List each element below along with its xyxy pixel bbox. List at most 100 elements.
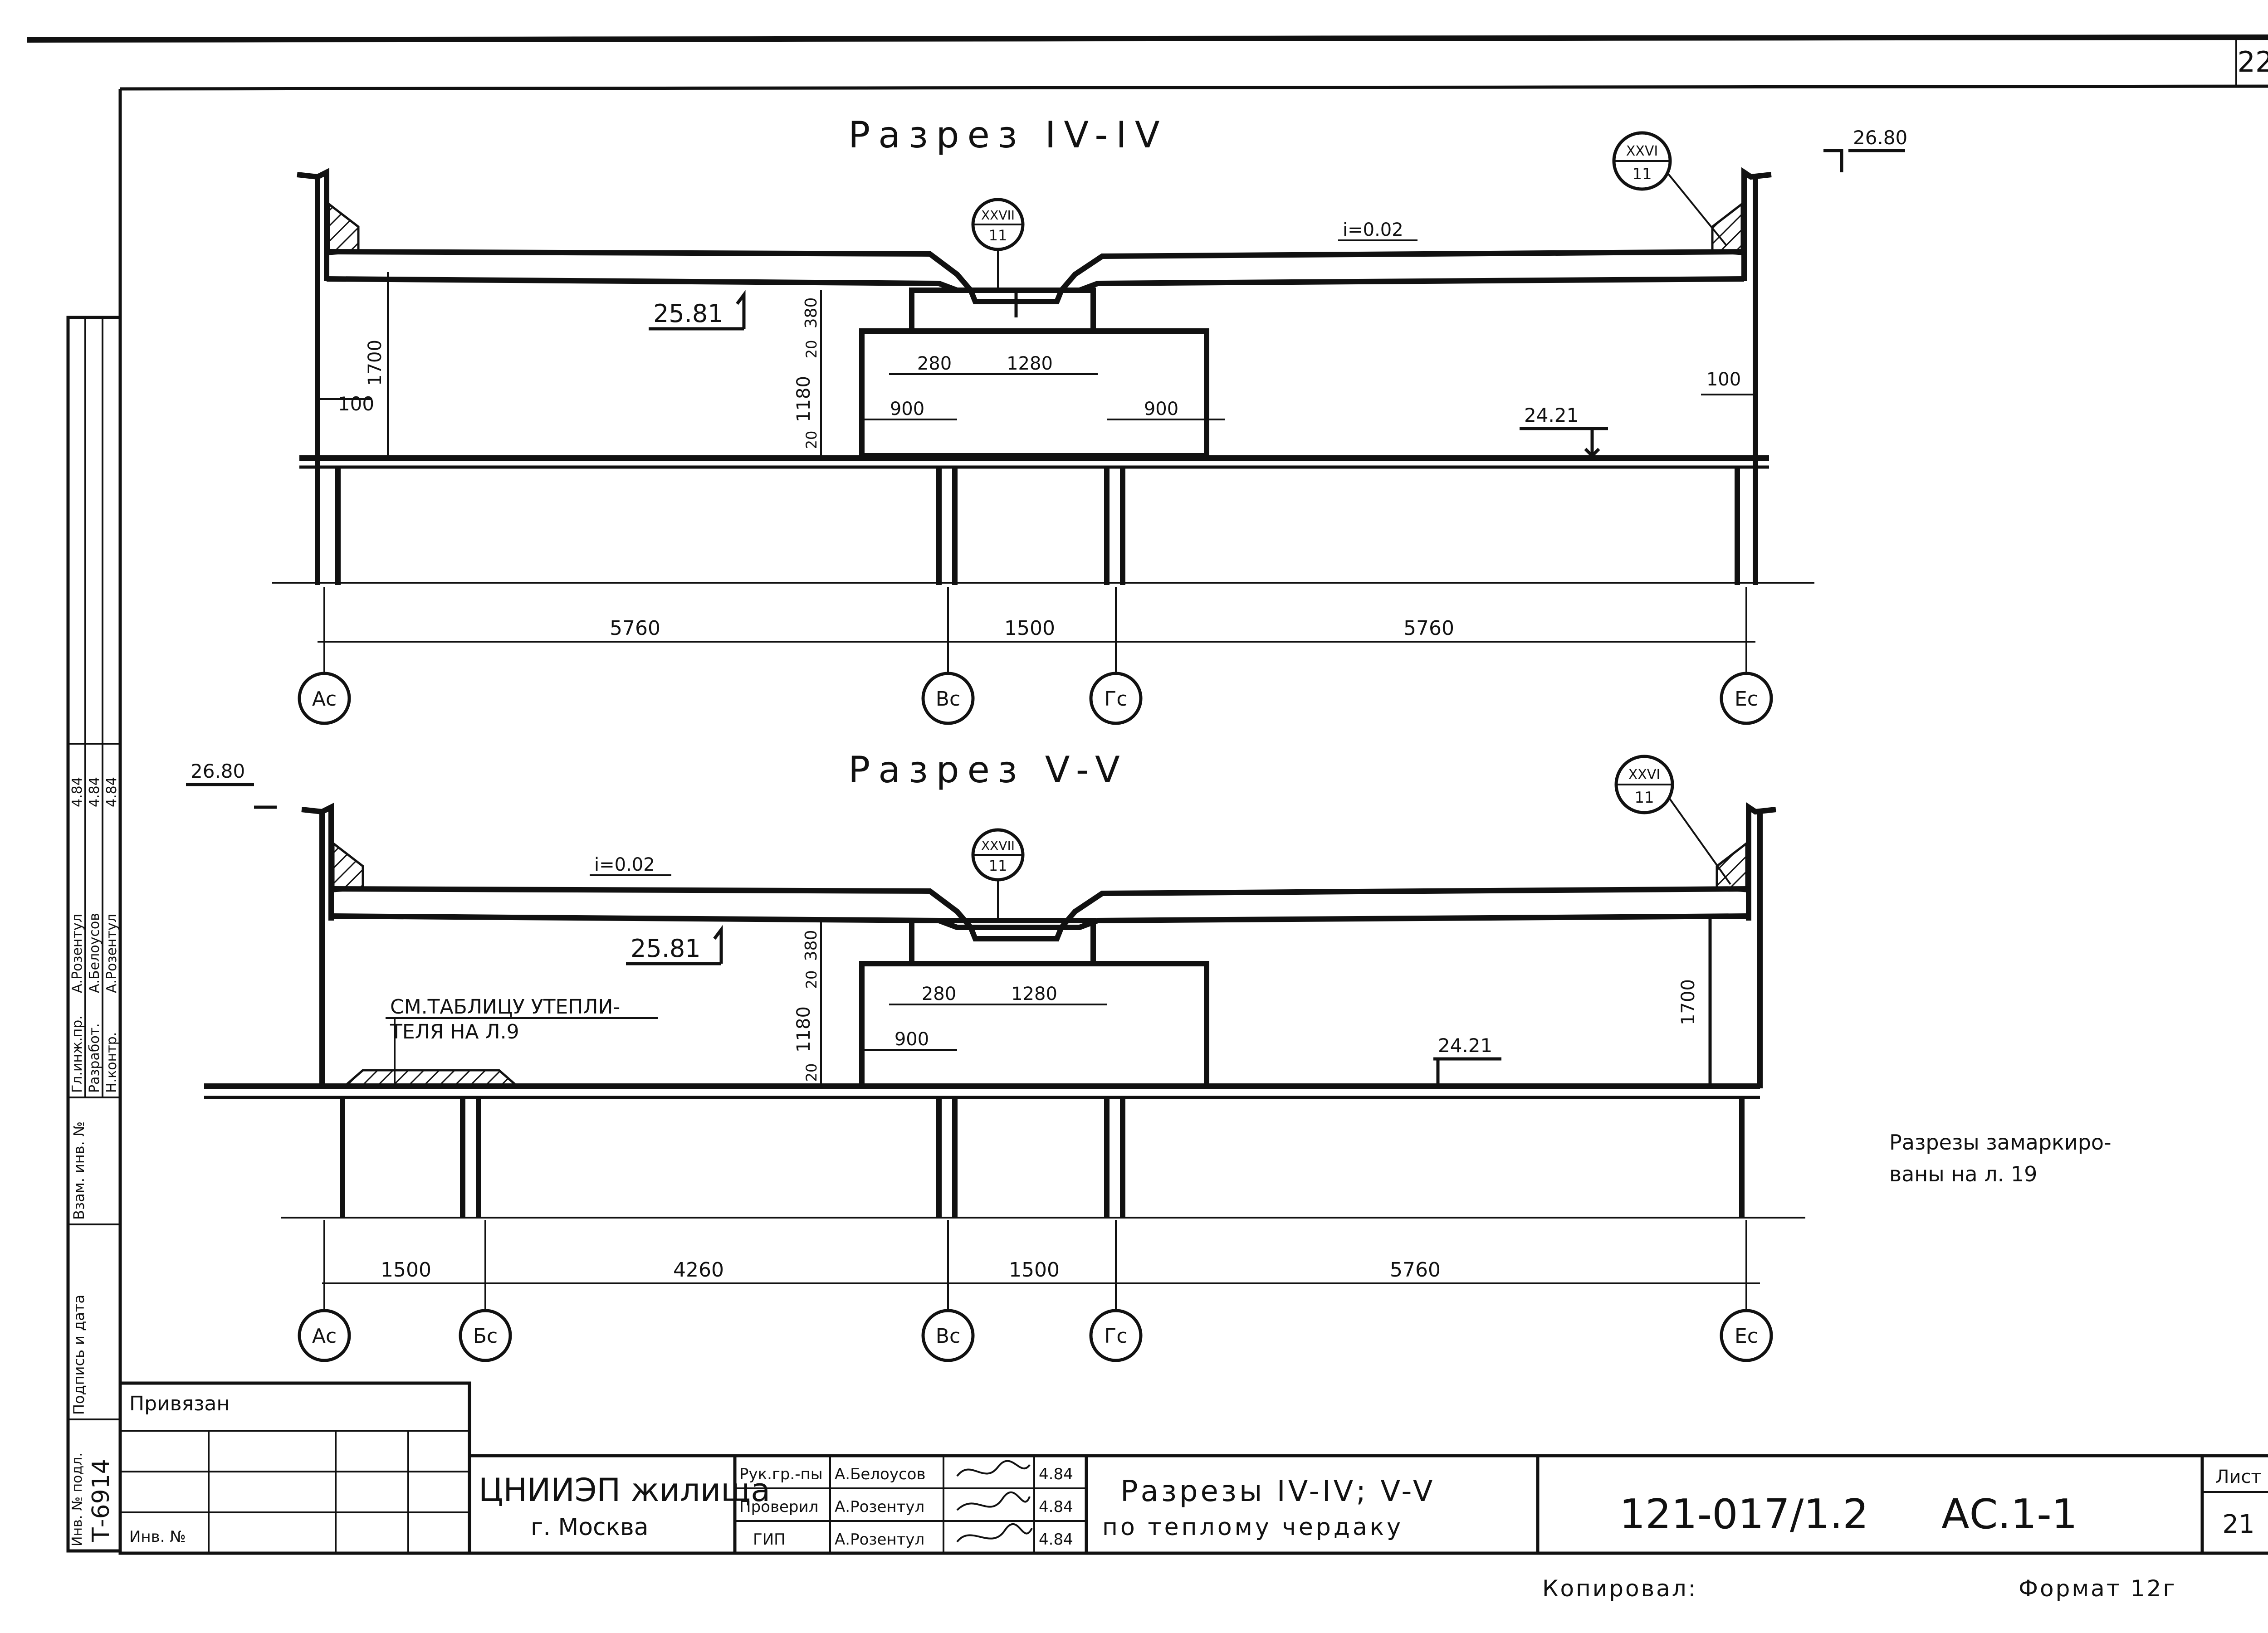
page-number: 22 bbox=[2238, 45, 2268, 78]
level-26-80: 26.80 bbox=[1853, 127, 1907, 149]
section-4-4: Разрез IV-IV 1700 100 100 bbox=[272, 114, 1907, 725]
axis-2-1: Ас bbox=[312, 1325, 337, 1348]
callout-right-top-2: XXVI bbox=[1628, 767, 1660, 783]
dim-box-gap-bottom-2: 20 bbox=[803, 1063, 820, 1082]
signer-role-3: ГИП bbox=[753, 1531, 786, 1549]
callout-center-bottom-2: 11 bbox=[989, 857, 1007, 874]
callout-center-top-2: XXVII bbox=[981, 838, 1015, 853]
signer-name-2: А.Розентул bbox=[835, 1498, 924, 1516]
left-stamp: Гл.инж.пр. А.Розентул 4.84 Разработ. А.Б… bbox=[66, 316, 122, 1553]
stamp-name-3: А.Розентул bbox=[104, 914, 120, 993]
signer-role-1: Рук.гр.-пы bbox=[739, 1465, 823, 1483]
span-3: 5760 bbox=[1403, 617, 1454, 640]
sheet-frame bbox=[27, 34, 2268, 1555]
dim-box-gap-top-2: 20 bbox=[803, 970, 820, 989]
dim-1280: 1280 bbox=[1007, 353, 1053, 374]
stamp-role-1: Гл.инж.пр. bbox=[69, 1015, 85, 1093]
sheet-title-line-1: Разрезы IV-IV; V-V bbox=[1120, 1475, 1435, 1508]
side-note-line-1: Разрезы замаркиро- bbox=[1889, 1130, 2112, 1155]
stamp-label-sign: Подпись и дата bbox=[70, 1295, 88, 1415]
axis-2-4: Гс bbox=[1104, 1325, 1127, 1348]
dim-900-right: 900 bbox=[1144, 399, 1178, 419]
dim-box-gap-bottom: 20 bbox=[803, 431, 820, 449]
dim-280-2: 280 bbox=[922, 984, 956, 1004]
span-2-1: 1500 bbox=[381, 1258, 431, 1282]
signature-2 bbox=[956, 1491, 1031, 1511]
stamp-date-2: 4.84 bbox=[87, 777, 103, 807]
stamp-role-2: Разработ. bbox=[87, 1023, 103, 1093]
slope-label-2: i=0.02 bbox=[594, 854, 655, 875]
callout-right-top: XXVI bbox=[1626, 143, 1658, 159]
callout-center-top: XXVII bbox=[981, 208, 1015, 223]
level-24-21-2: 24.21 bbox=[1438, 1034, 1492, 1057]
org-line-2: г. Москва bbox=[531, 1514, 649, 1541]
signer-role-2: Проверил bbox=[739, 1498, 818, 1516]
signer-date-2: 4.84 bbox=[1039, 1498, 1073, 1516]
span-2: 1500 bbox=[1004, 617, 1055, 640]
dim-left-offset: 100 bbox=[338, 393, 374, 415]
dim-1280-2: 1280 bbox=[1011, 984, 1057, 1004]
signer-name-1: А.Белоусов bbox=[835, 1465, 926, 1483]
title-block: Привязан Инв. № ЦНИИЭП жилища г. Москва … bbox=[118, 1381, 2268, 1555]
dim-box-top-2: 380 bbox=[802, 930, 821, 961]
stamp-role-3: Н.контр. bbox=[104, 1032, 120, 1093]
format-label: Формат 12г bbox=[2019, 1575, 2177, 1602]
sheet-title-line-2: по теплому чердаку bbox=[1102, 1514, 1403, 1541]
level-25-81-2: 25.81 bbox=[631, 934, 701, 963]
signer-date-3: 4.84 bbox=[1039, 1531, 1073, 1549]
section-4-title: Разрез IV-IV bbox=[848, 114, 1168, 156]
span-1: 5760 bbox=[610, 617, 660, 640]
axis-1: Ас bbox=[312, 687, 337, 711]
slope-label: i=0.02 bbox=[1343, 219, 1403, 240]
sheet-label: Лист bbox=[2215, 1467, 2261, 1487]
stamp-name-1: А.Розентул bbox=[69, 914, 85, 993]
dim-box-gap-top: 20 bbox=[803, 340, 820, 359]
signature-3 bbox=[956, 1523, 1033, 1543]
axis-2-3: Вс bbox=[936, 1325, 960, 1348]
stamp-label-inv: Инв. № подл. bbox=[69, 1453, 85, 1546]
axis-3: Гс bbox=[1104, 687, 1127, 711]
axis-2: Вс bbox=[936, 687, 960, 711]
dim-box-top: 380 bbox=[802, 297, 821, 329]
axis-2-5: Ес bbox=[1735, 1325, 1758, 1348]
level-25-81: 25.81 bbox=[653, 299, 723, 328]
dim-box-height-2: 1180 bbox=[793, 1006, 814, 1053]
stamp-date-1: 4.84 bbox=[69, 777, 85, 807]
stamp-label-zam: Взам. инв. № bbox=[70, 1121, 88, 1220]
note-line-2: ТЕЛЯ НА Л.9 bbox=[390, 1020, 519, 1043]
copied-label: Копировал: bbox=[1542, 1575, 1698, 1602]
axis-4: Ес bbox=[1735, 687, 1758, 711]
signer-date-1: 4.84 bbox=[1039, 1465, 1073, 1483]
stamp-date-3: 4.84 bbox=[104, 777, 120, 807]
span-2-4: 5760 bbox=[1390, 1258, 1441, 1282]
callout-center-bottom: 11 bbox=[989, 227, 1007, 244]
inv-no-label: Инв. № bbox=[129, 1528, 186, 1546]
dim-box-height: 1180 bbox=[793, 376, 814, 422]
level-26-80-left: 26.80 bbox=[191, 760, 245, 782]
doc-suffix: АС.1-1 bbox=[1941, 1491, 2077, 1538]
dim-900-2: 900 bbox=[894, 1029, 929, 1050]
note-line-1: СМ.ТАБЛИЦУ УТЕПЛИ- bbox=[390, 995, 620, 1019]
stamp-inv-value: Т-6914 bbox=[88, 1459, 115, 1542]
dim-280: 280 bbox=[917, 353, 952, 374]
dim-wall-height-2: 1700 bbox=[1678, 979, 1699, 1025]
org-line-1: ЦНИИЭП жилища bbox=[479, 1472, 770, 1509]
callout-right-bottom-2: 11 bbox=[1634, 789, 1654, 807]
span-2-2: 4260 bbox=[673, 1258, 724, 1282]
sheet-number: 21 bbox=[2222, 1510, 2254, 1539]
stamp-name-2: А.Белоусов bbox=[87, 913, 103, 993]
side-note-line-2: ваны на л. 19 bbox=[1889, 1162, 2037, 1186]
privyazan-label: Привязан bbox=[129, 1392, 230, 1415]
doc-code: 121-017/1.2 bbox=[1619, 1491, 1869, 1538]
axis-2-2: Бс bbox=[473, 1325, 498, 1348]
level-24-21: 24.21 bbox=[1524, 404, 1579, 426]
section-5-title: Разрез V-V bbox=[848, 749, 1128, 791]
section-5-5: Разрез V-V 26.80 i=0.02 bbox=[186, 749, 1805, 1362]
signer-name-3: А.Розентул bbox=[835, 1531, 924, 1549]
signature-1 bbox=[956, 1460, 1031, 1477]
dim-900-left: 900 bbox=[890, 399, 924, 419]
dim-wall-height: 1700 bbox=[365, 340, 386, 386]
dim-right-offset: 100 bbox=[1706, 369, 1741, 390]
span-2-3: 1500 bbox=[1009, 1258, 1060, 1282]
